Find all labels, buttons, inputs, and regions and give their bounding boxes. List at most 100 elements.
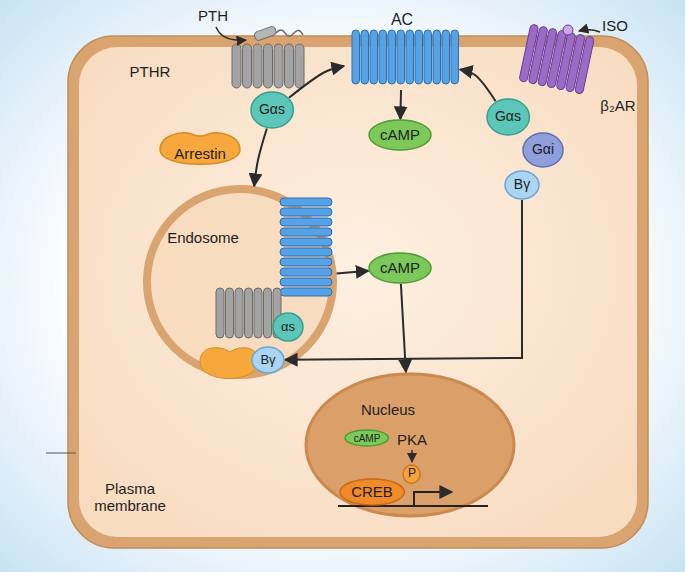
cyclase-helix (280, 248, 332, 256)
node-shape (505, 171, 539, 199)
node-label: AC (391, 11, 413, 29)
cytoplasm (79, 47, 637, 537)
cyclase-helix (280, 218, 332, 226)
transcription-arrow (414, 492, 452, 506)
cyclase-helix (415, 30, 423, 84)
creb-factor: CREB (339, 478, 405, 506)
node-label: Nucleus (361, 402, 415, 419)
pthr-receptor (232, 44, 304, 88)
signal-arrow (460, 69, 496, 101)
part-label: PKA (397, 432, 427, 449)
endosome-outline (147, 189, 333, 375)
node-shape (160, 133, 240, 164)
endosomal-arrestin (200, 348, 258, 379)
adenylyl-cyclase-helices (352, 30, 459, 84)
g-beta-gamma: Bγ (504, 170, 540, 200)
receptor-helix (235, 288, 243, 338)
node-label: CREB (351, 484, 393, 501)
ligand-arrow (579, 30, 600, 32)
receptor-helix (264, 44, 273, 88)
g-alpha-s-protein: Gαs (486, 98, 530, 136)
cyclase-helix (406, 30, 414, 84)
membrane-label: Plasma membrane (84, 481, 176, 514)
receptor-helix (264, 288, 272, 338)
signal-arrow (289, 66, 344, 98)
signal-arrow (254, 128, 267, 186)
camp-molecule: cAMP (368, 119, 432, 151)
node-shape (345, 430, 388, 446)
node-label: cAMP (354, 433, 381, 444)
g-alpha-i-protein: Gαi (522, 132, 564, 168)
plasma-membrane (68, 36, 648, 548)
endosome: Endosome αsBγ (143, 185, 337, 379)
signal-arrow (399, 90, 402, 119)
cyclase-helix (433, 30, 441, 84)
cyclase-helix (370, 30, 378, 84)
signal-arrow (337, 271, 369, 274)
g-alpha-s-protein: Gαs (250, 91, 294, 129)
endosomal-cyclase (280, 198, 332, 296)
receptor-helix (226, 288, 234, 338)
node-label: Arrestin (174, 146, 226, 163)
node-label: αs (281, 320, 295, 334)
node-shape (340, 479, 404, 505)
cyclase-helix (280, 228, 332, 236)
node-shape (403, 465, 420, 483)
node-label: Bγ (514, 177, 530, 192)
node-label: cAMP (380, 127, 420, 144)
g-alpha-s-protein: αs (272, 312, 304, 342)
node-shape (523, 133, 563, 167)
iso-ligand (563, 25, 573, 35)
receptor-helix (232, 44, 241, 88)
part-label: PTH (198, 8, 228, 25)
node-shape (252, 347, 284, 373)
receptor-helix (285, 44, 294, 88)
receptor-helix (274, 44, 283, 88)
cyclase-helix (280, 198, 332, 206)
g-beta-gamma: Bγ (251, 346, 285, 374)
camp-molecule: cAMP (344, 429, 389, 447)
pth-ligand-tail (276, 30, 303, 36)
cyclase-helix (361, 30, 369, 84)
node-label: Endosome (167, 230, 239, 247)
cyclase-helix (280, 238, 332, 246)
cyclase-helix (451, 30, 459, 84)
nucleus-outline (306, 374, 514, 516)
cyclase-helix (280, 258, 332, 266)
node-label: Gαs (259, 102, 285, 117)
cyclase-helix (280, 278, 332, 286)
arrestin-protein: Arrestin (157, 130, 243, 170)
node-label: P (408, 467, 416, 480)
pth-ligand (253, 25, 277, 41)
signal-arrow (285, 200, 522, 360)
ligand-arrow (216, 27, 246, 40)
receptor-helix (295, 44, 304, 88)
cyclase-helix (280, 268, 332, 276)
nucleus: Nucleus cAMP CREB P (304, 372, 516, 518)
cyclase-helix (280, 288, 332, 296)
leader-line (46, 453, 76, 454)
camp-molecule: cAMP (368, 252, 432, 284)
cyclase-helix (424, 30, 432, 84)
part-label: ISO (602, 18, 628, 35)
node-outline (304, 372, 516, 518)
cyclase-helix (388, 30, 396, 84)
endosomal-pthr (216, 288, 281, 338)
node-outline (143, 185, 337, 379)
cyclase-helix (442, 30, 450, 84)
cyclase-helix (352, 30, 360, 84)
receptor-helix (254, 288, 262, 338)
node-shape (487, 99, 529, 135)
node-label: Gαi (532, 142, 554, 157)
receptor-helix (243, 44, 252, 88)
receptor-helix (216, 288, 224, 338)
part-label: PTHR (130, 64, 171, 81)
phosphorylation-arrow (411, 450, 413, 462)
cyclase-helix (280, 208, 332, 216)
node-shape (251, 92, 293, 128)
receptor-helix (575, 36, 595, 94)
receptor-helix (245, 288, 253, 338)
node-shape (273, 313, 303, 341)
